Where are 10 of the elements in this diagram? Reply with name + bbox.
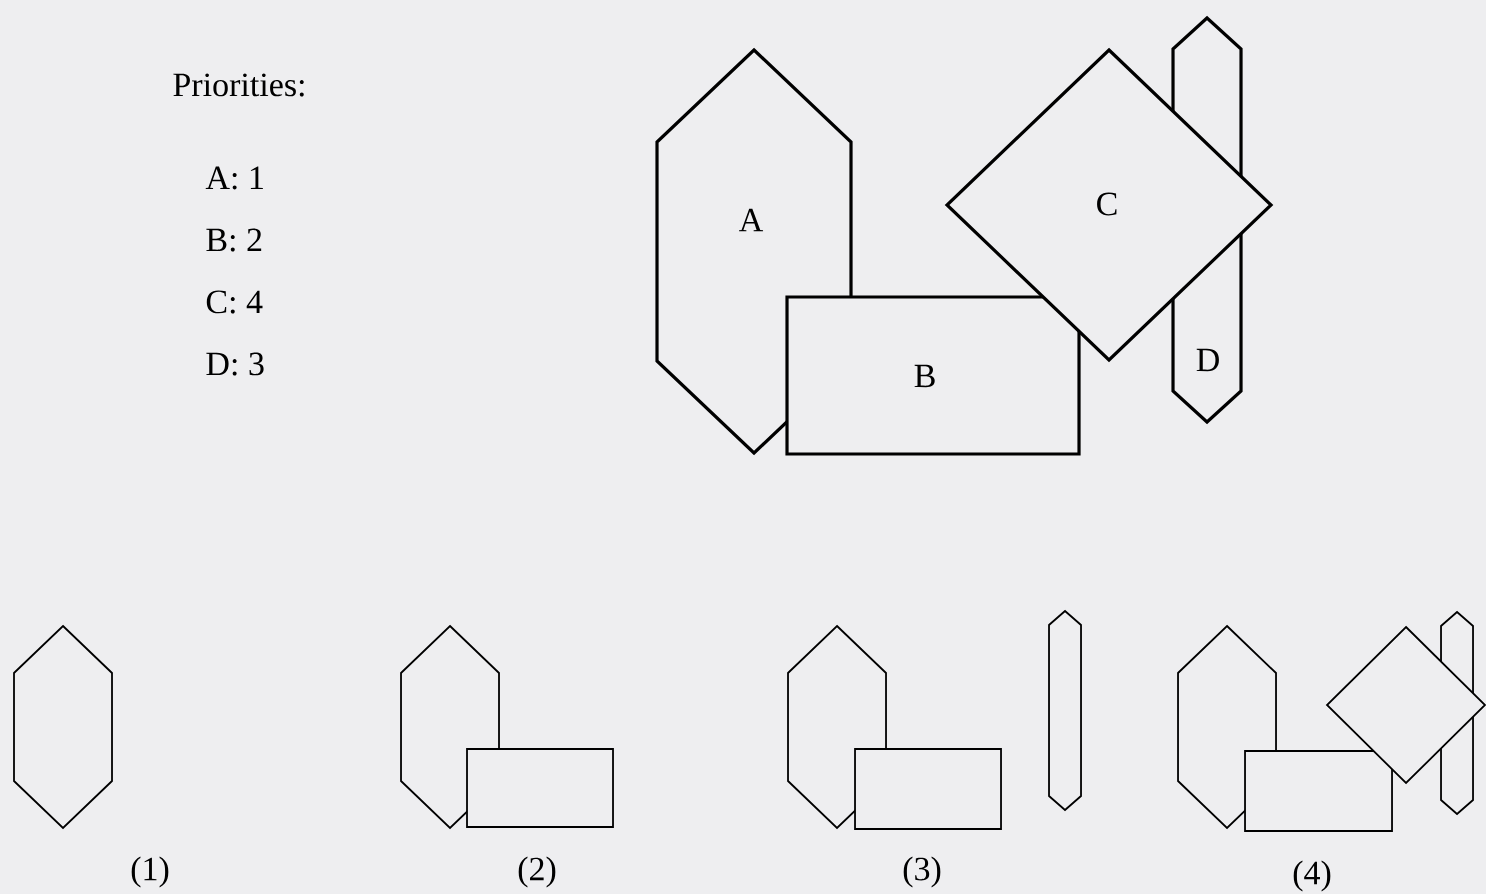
panel-label: (3) [903,856,941,888]
panel-label: (4) [1293,860,1331,892]
priority-text: D: 3 [206,352,264,376]
priority-text: A: 1 [205,166,263,190]
rectangle: B [785,295,1081,456]
panel-label: (1) [131,856,169,888]
priority-text: C: 4 [206,290,263,314]
heading-text: Priorities: [173,73,304,97]
panel-label: (2) [518,856,556,888]
priority-text: B: 2 [206,228,262,252]
